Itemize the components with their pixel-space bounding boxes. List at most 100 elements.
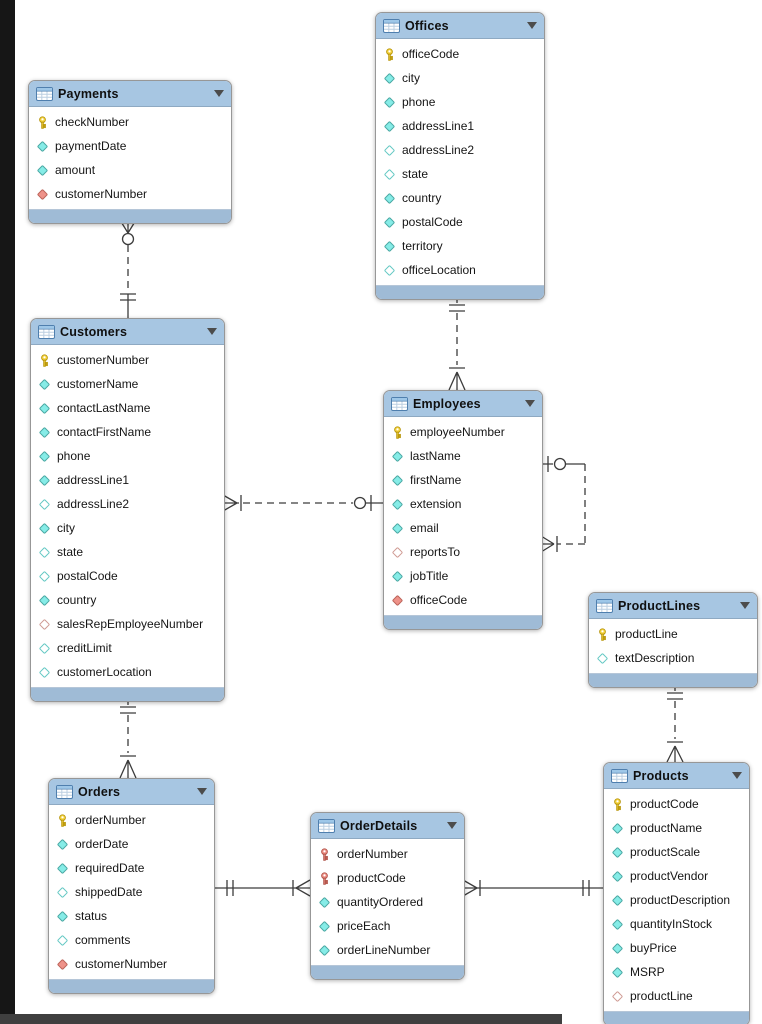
- table-header[interactable]: Products: [604, 763, 749, 789]
- column-row-firstName[interactable]: firstName: [384, 468, 542, 492]
- column-row-productScale[interactable]: productScale: [604, 840, 749, 864]
- column-row-territory[interactable]: territory: [376, 234, 544, 258]
- column-row-productCode[interactable]: productCode: [311, 866, 464, 890]
- column-row-postalCode[interactable]: postalCode: [376, 210, 544, 234]
- column-row-contactFirstName[interactable]: contactFirstName: [31, 420, 224, 444]
- column-row-orderNumber[interactable]: orderNumber: [311, 842, 464, 866]
- column-row-buyPrice[interactable]: buyPrice: [604, 936, 749, 960]
- column-row-customerNumber[interactable]: customerNumber: [31, 348, 224, 372]
- column-row-country[interactable]: country: [31, 588, 224, 612]
- column-row-shippedDate[interactable]: shippedDate: [49, 880, 214, 904]
- column-row-productCode[interactable]: productCode: [604, 792, 749, 816]
- relationship-employees-reportsto[interactable]: [540, 456, 586, 553]
- column-row-officeLocation[interactable]: officeLocation: [376, 258, 544, 282]
- relationship-orders-orderdetails[interactable]: [213, 879, 311, 897]
- collapse-arrow-icon[interactable]: [527, 22, 537, 29]
- column-row-state[interactable]: state: [31, 540, 224, 564]
- collapse-arrow-icon[interactable]: [525, 400, 535, 407]
- column-row-priceEach[interactable]: priceEach: [311, 914, 464, 938]
- column-row-state[interactable]: state: [376, 162, 544, 186]
- column-row-customerLocation[interactable]: customerLocation: [31, 660, 224, 684]
- column-name: firstName: [410, 473, 462, 487]
- column-name: comments: [75, 933, 131, 947]
- column-row-email[interactable]: email: [384, 516, 542, 540]
- table-header[interactable]: ProductLines: [589, 593, 757, 619]
- column-row-productName[interactable]: productName: [604, 816, 749, 840]
- column-row-customerNumber[interactable]: customerNumber: [29, 182, 231, 206]
- column-row-paymentDate[interactable]: paymentDate: [29, 134, 231, 158]
- column-row-postalCode[interactable]: postalCode: [31, 564, 224, 588]
- column-row-contactLastName[interactable]: contactLastName: [31, 396, 224, 420]
- column-row-requiredDate[interactable]: requiredDate: [49, 856, 214, 880]
- column-row-addressLine1[interactable]: addressLine1: [376, 114, 544, 138]
- table-productlines[interactable]: ProductLines productLine textDescription: [588, 592, 758, 688]
- column-row-productVendor[interactable]: productVendor: [604, 864, 749, 888]
- column-row-city[interactable]: city: [376, 66, 544, 90]
- collapse-arrow-icon[interactable]: [732, 772, 742, 779]
- column-row-orderDate[interactable]: orderDate: [49, 832, 214, 856]
- column-row-comments[interactable]: comments: [49, 928, 214, 952]
- column-name: customerNumber: [57, 353, 150, 367]
- collapse-arrow-icon[interactable]: [740, 602, 750, 609]
- column-row-amount[interactable]: amount: [29, 158, 231, 182]
- column-nullable-icon: [38, 498, 51, 511]
- column-row-addressLine2[interactable]: addressLine2: [376, 138, 544, 162]
- column-row-city[interactable]: city: [31, 516, 224, 540]
- column-nullable-icon: [383, 264, 396, 277]
- column-row-productLine[interactable]: productLine: [589, 622, 757, 646]
- column-row-productLine[interactable]: productLine: [604, 984, 749, 1008]
- relationship-employees-customers[interactable]: [222, 494, 383, 512]
- column-row-lastName[interactable]: lastName: [384, 444, 542, 468]
- column-row-country[interactable]: country: [376, 186, 544, 210]
- collapse-arrow-icon[interactable]: [207, 328, 217, 335]
- column-row-MSRP[interactable]: MSRP: [604, 960, 749, 984]
- column-row-addressLine2[interactable]: addressLine2: [31, 492, 224, 516]
- table-header[interactable]: Orders: [49, 779, 214, 805]
- column-row-officeCode[interactable]: officeCode: [376, 42, 544, 66]
- primary-key-icon: [383, 47, 396, 61]
- column-row-productDescription[interactable]: productDescription: [604, 888, 749, 912]
- column-row-checkNumber[interactable]: checkNumber: [29, 110, 231, 134]
- column-row-quantityInStock[interactable]: quantityInStock: [604, 912, 749, 936]
- column-row-orderLineNumber[interactable]: orderLineNumber: [311, 938, 464, 962]
- table-footer: [49, 979, 214, 993]
- column-row-extension[interactable]: extension: [384, 492, 542, 516]
- collapse-arrow-icon[interactable]: [197, 788, 207, 795]
- column-row-status[interactable]: status: [49, 904, 214, 928]
- relationship-products-orderdetails[interactable]: [462, 879, 603, 897]
- column-row-employeeNumber[interactable]: employeeNumber: [384, 420, 542, 444]
- column-row-quantityOrdered[interactable]: quantityOrdered: [311, 890, 464, 914]
- column-row-salesRepEmployeeNumber[interactable]: salesRepEmployeeNumber: [31, 612, 224, 636]
- column-row-jobTitle[interactable]: jobTitle: [384, 564, 542, 588]
- column-name: email: [410, 521, 439, 535]
- table-header[interactable]: Customers: [31, 319, 224, 345]
- collapse-arrow-icon[interactable]: [214, 90, 224, 97]
- column-row-creditLimit[interactable]: creditLimit: [31, 636, 224, 660]
- column-row-addressLine1[interactable]: addressLine1: [31, 468, 224, 492]
- table-header[interactable]: OrderDetails: [311, 813, 464, 839]
- table-header[interactable]: Employees: [384, 391, 542, 417]
- column-row-orderNumber[interactable]: orderNumber: [49, 808, 214, 832]
- table-icon: [36, 86, 53, 101]
- column-name: productLine: [615, 627, 678, 641]
- column-row-phone[interactable]: phone: [376, 90, 544, 114]
- column-row-reportsTo[interactable]: reportsTo: [384, 540, 542, 564]
- column-row-customerNumber[interactable]: customerNumber: [49, 952, 214, 976]
- collapse-arrow-icon[interactable]: [447, 822, 457, 829]
- column-row-phone[interactable]: phone: [31, 444, 224, 468]
- column-row-textDescription[interactable]: textDescription: [589, 646, 757, 670]
- column-row-officeCode[interactable]: officeCode: [384, 588, 542, 612]
- table-header[interactable]: Offices: [376, 13, 544, 39]
- column-row-customerName[interactable]: customerName: [31, 372, 224, 396]
- table-header[interactable]: Payments: [29, 81, 231, 107]
